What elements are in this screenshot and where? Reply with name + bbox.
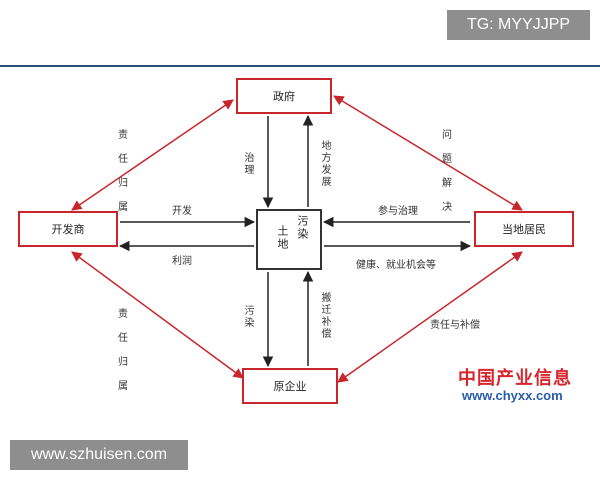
arrow-developer-enterprise	[71, 251, 244, 379]
node-government: 政府	[236, 78, 332, 114]
node-residents: 当地居民	[474, 211, 574, 247]
label-res-ent: 责任与补偿	[430, 320, 480, 331]
arrow-developer-government	[71, 99, 234, 211]
arrow-residents-enterprise	[337, 251, 523, 383]
label-dev-ent: 责任归属	[118, 309, 130, 392]
label-profit: 利润	[172, 256, 192, 267]
label-develop: 开发	[172, 206, 192, 217]
label-participate: 参与治理	[378, 206, 418, 217]
node-developer: 开发商	[18, 211, 118, 247]
label-local-dev: 地方发展	[319, 140, 330, 188]
land-text: 土地	[276, 225, 289, 251]
label-relocate: 搬迁补偿	[319, 292, 330, 340]
label-health: 健康、就业机会等	[356, 260, 436, 271]
brand-url: www.chyxx.com	[462, 388, 563, 403]
label-govern: 治理	[242, 152, 253, 176]
brand-logo-text: 中国产业信息	[458, 368, 572, 389]
label-dev-gov: 责任归属	[118, 130, 130, 213]
label-pollute: 污染	[242, 305, 253, 329]
node-land-pollution: 土地 污染	[256, 209, 322, 270]
label-res-gov: 问题解决	[442, 130, 454, 213]
header-rule	[0, 65, 600, 67]
site-watermark: www.szhuisen.com	[10, 440, 188, 470]
tg-watermark: TG: MYYJJPP	[447, 10, 590, 40]
node-enterprise: 原企业	[242, 368, 338, 404]
pollution-text: 污染	[296, 215, 309, 241]
arrow-residents-government	[333, 95, 523, 211]
